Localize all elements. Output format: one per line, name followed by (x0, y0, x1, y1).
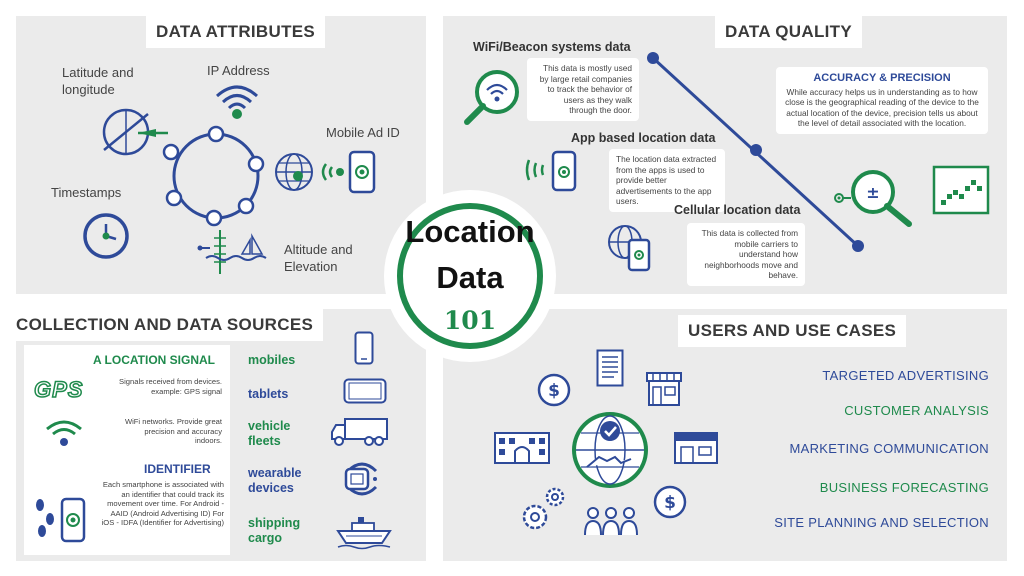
identifier-text: Each smartphone is associated with an id… (101, 480, 224, 528)
gears-icon (522, 487, 565, 530)
cellular-title: Cellular location data (674, 203, 801, 217)
office-building-icon (494, 432, 550, 464)
gps-logo: GPS (33, 376, 84, 403)
device-shipping-cargo: shipping cargo (248, 516, 301, 545)
data-attributes-title: DATA ATTRIBUTES (146, 16, 326, 48)
cellular-card: This data is collected from mobile carri… (687, 223, 805, 286)
data-attributes-panel: DATA ATTRIBUTES Latitude and longitude I… (16, 16, 426, 294)
collection-panel: COLLECTION AND DATA SOURCES A LOCATION S… (12, 309, 426, 561)
svg-text:$: $ (548, 381, 560, 401)
data-quality-title: DATA QUALITY (715, 16, 862, 48)
app-phone-signal-icon (525, 150, 577, 192)
mobile-ad-id-icon (275, 150, 376, 194)
altitude-label: Altitude and Elevation (284, 242, 353, 274)
use-case-business-forecasting: BUSINESS FORECASTING (819, 480, 989, 495)
device-tablets: tablets (248, 387, 289, 401)
accuracy-title: ACCURACY & PRECISION (813, 72, 951, 84)
wifi-ip-icon (215, 85, 259, 119)
svg-text:±: ± (866, 183, 879, 202)
timestamps-label: Timestamps (51, 185, 122, 200)
center-badge-ring (397, 203, 543, 349)
device-vehicle-fleets: vehicle fleets (248, 419, 291, 448)
wifi-beacon-card: This data is mostly used by large retail… (527, 58, 639, 121)
signal-identifier-box (24, 345, 230, 555)
center-number: 101 (443, 306, 497, 335)
wifi-network-text: WiFi networks. Provide great precision a… (124, 417, 222, 446)
dollar-coin-small-icon: $ (653, 485, 687, 519)
users-title: USERS AND USE CASES (678, 315, 907, 347)
wifi-beacon-title: WiFi/Beacon systems data (473, 40, 631, 54)
collection-title: COLLECTION AND DATA SOURCES (12, 309, 324, 341)
ip-address-label: IP Address (207, 63, 270, 78)
accuracy-card: ACCURACY & PRECISION While accuracy help… (776, 67, 988, 134)
app-location-card: The location data extracted from the app… (609, 149, 725, 212)
center-title-line2: Data (436, 260, 504, 295)
attributes-hub-ring (162, 125, 265, 227)
wifi-signal-icon (46, 420, 82, 446)
handshake-globe-icon (572, 412, 648, 488)
use-case-site-planning: SITE PLANNING AND SELECTION (774, 515, 989, 530)
svg-text:$: $ (664, 493, 676, 513)
users-panel: USERS AND USE CASES TARGETED ADVERTISING… (443, 309, 1007, 561)
document-icon (596, 349, 624, 387)
center-title-line1: Location (405, 214, 535, 249)
quality-scale-line (647, 52, 864, 252)
mobile-ad-id-label: Mobile Ad ID (326, 125, 400, 140)
app-location-title: App based location data (571, 131, 716, 145)
team-people-icon (584, 507, 638, 536)
altitude-icon (197, 230, 267, 274)
gps-text: Signals received from devices. example: … (119, 377, 222, 396)
footsteps-phone-icon (36, 497, 86, 543)
location-signal-heading: A LOCATION SIGNAL (93, 353, 215, 367)
cellular-globe-phone-icon (608, 225, 651, 272)
device-mobiles: mobiles (248, 353, 296, 367)
use-case-marketing-communication: MARKETING COMMUNICATION (789, 441, 989, 456)
use-case-targeted-advertising: TARGETED ADVERTISING (822, 368, 989, 383)
use-case-customer-analysis: CUSTOMER ANALYSIS (844, 403, 989, 418)
identifier-heading: IDENTIFIER (144, 462, 211, 476)
cargo-ship-icon (336, 517, 392, 550)
mobile-phone-icon (354, 331, 374, 365)
accuracy-text: While accuracy helps us in understanding… (785, 86, 979, 129)
dollar-coin-icon: $ (537, 373, 571, 407)
tablet-icon (343, 378, 387, 404)
latlong-label: Latitude and longitude (62, 65, 134, 97)
truck-icon (331, 418, 388, 446)
smartwatch-icon (344, 462, 378, 496)
device-wearables: wearable devices (248, 466, 302, 495)
pixel-chart-icon (932, 165, 990, 215)
wifi-magnifier-icon (464, 70, 519, 125)
plus-minus-magnifier-icon: ± (834, 170, 912, 227)
shop-counter-icon (674, 432, 718, 464)
storefront-icon (646, 372, 682, 406)
clock-icon (83, 213, 129, 259)
globe-latlong-icon (102, 108, 168, 156)
